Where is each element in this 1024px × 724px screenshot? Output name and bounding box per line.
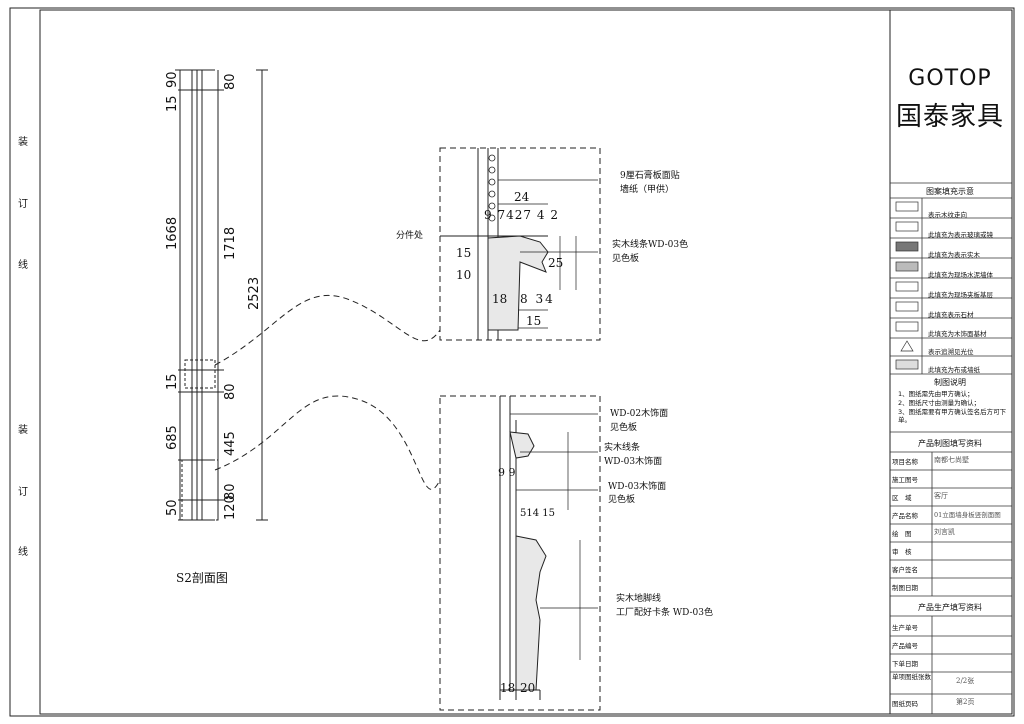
title-block-grid: [890, 182, 1012, 714]
field-label: 产品编号: [892, 642, 918, 650]
label-skirting: 实木地脚线: [616, 594, 662, 604]
product-info-title: 产品制图填写资料: [918, 439, 982, 448]
dim-row-top: 9 7427 4 2: [484, 208, 559, 222]
label-wd03: WD-03木饰面: [608, 482, 667, 492]
field-label: 施工图号: [892, 476, 918, 484]
field-label: 产品名称: [892, 512, 918, 520]
field-label: 下单日期: [892, 660, 918, 668]
upper-detail: [439, 147, 601, 341]
legend-title: 图案填充示意: [926, 187, 974, 196]
dim-15-upper: 15: [456, 246, 472, 260]
note-line: 3、图纸需要有甲方确认签名后方可下单。: [898, 408, 1007, 424]
dim-120: 120: [223, 495, 238, 520]
field-value: 刘言凯: [934, 528, 955, 536]
dim-15b-upper: 15: [526, 314, 542, 328]
side-label: 线: [18, 547, 28, 558]
label-trim-2: 见色板: [612, 254, 640, 264]
legend-swatches: [895, 201, 919, 370]
field-value: 2/2张: [956, 677, 975, 685]
side-label: 装: [18, 425, 28, 436]
brand-chinese: 国泰家具: [895, 102, 1004, 132]
label-wd02: WD-02木饰面: [610, 409, 669, 419]
legend-item: 此填充为表示玻璃或镜: [928, 231, 993, 239]
dim-18-lower: 18: [500, 681, 516, 695]
dim-1668: 1668: [165, 217, 180, 250]
production-info-title: 产品生产填写资料: [918, 603, 982, 612]
dim-685: 685: [165, 425, 180, 450]
dim-1718: 1718: [223, 227, 238, 260]
dim-25-upper: 25: [548, 256, 564, 270]
legend-item: 此填充为布或墙纸: [928, 366, 980, 374]
dim-50: 50: [165, 499, 180, 516]
dim-18-upper: 18: [492, 292, 508, 306]
section-s2: [175, 69, 268, 521]
dim-80b: 80: [223, 383, 238, 400]
note-line: 2、图纸尺寸由测量为确认；: [898, 399, 981, 407]
dim-10-upper: 10: [456, 268, 472, 282]
dim-15b: 15: [165, 373, 180, 390]
dim-834: 8 34: [520, 292, 555, 306]
field-value: 01立面墙身板竖剖面图: [934, 511, 1001, 519]
outer-frame: [9, 7, 1015, 717]
field-label: 审 核: [892, 548, 912, 556]
field-value: 客厅: [934, 492, 948, 500]
side-label: 装: [18, 137, 28, 148]
field-label: 项目名称: [892, 458, 918, 466]
dim-80a: 80: [223, 73, 238, 90]
side-label: 线: [18, 260, 28, 271]
label-skirting-2: 工厂配好卡条 WD-03色: [616, 608, 713, 618]
field-label: 绘 图: [892, 530, 912, 538]
field-value: 南都七尚墅: [934, 456, 969, 464]
label-trim-lower-2: WD-03木饰面: [604, 457, 663, 467]
label-gypsum: 9厘石膏板面贴: [620, 171, 680, 181]
legend-item: 此填充为木饰面基材: [928, 330, 987, 338]
dim-15: 15: [165, 95, 180, 112]
field-label: 制图日期: [892, 584, 918, 592]
dim-2523: 2523: [247, 277, 262, 310]
legend-item: 此填充为现场水泥墙体: [928, 271, 993, 279]
label-wd03b: 见色板: [608, 495, 636, 505]
dim-20-lower: 20: [520, 681, 536, 695]
side-label: 订: [18, 199, 28, 210]
dim-90: 90: [165, 71, 180, 88]
section-dim-labels: 15 90 1668 15 685 50 80 1718 80 445 80 1…: [165, 71, 262, 520]
field-label: 图纸页码: [892, 700, 918, 708]
legend-item: 表示木纹走向: [928, 211, 967, 219]
field-label: 区 域: [892, 494, 912, 502]
side-label: 订: [18, 487, 28, 498]
legend-item: 表示追溯见光位: [928, 348, 974, 356]
brand-name: GOTOP: [908, 66, 992, 91]
leader-lower: [214, 395, 441, 490]
lower-detail: [439, 395, 601, 711]
dim-80c: 80: [223, 483, 238, 500]
dim-24: 24: [514, 190, 530, 204]
label-wallpaper: 墙纸（甲供）: [620, 185, 675, 195]
field-label: 客户签名: [892, 566, 918, 574]
dim-514: 514 15: [520, 508, 556, 519]
label-split: 分件处: [396, 231, 424, 241]
notes-title: 制图说明: [934, 378, 966, 387]
note-line: 1、图纸需先由甲方确认；: [898, 390, 974, 398]
dim-445: 445: [223, 431, 238, 456]
dim-99: 9 9: [498, 466, 516, 479]
legend-item: 此填充为现场夹板基层: [928, 291, 993, 299]
section-title: S2剖面图: [176, 571, 228, 585]
legend-item: 此填充表示石材: [928, 311, 974, 319]
label-trim: 实木线条WD-03色: [612, 240, 689, 250]
label-trim-lower: 实木线条: [604, 443, 641, 453]
label-wd02b: 见色板: [610, 423, 638, 433]
field-label: 生产单号: [892, 624, 918, 632]
legend-item: 此填充为表示实木: [928, 251, 980, 259]
title-block: GOTOP 国泰家具 图案填充示意 表示木纹走向 此填充为表示玻璃或镜 此填充为…: [890, 10, 1010, 710]
field-label: 单项图纸张数: [892, 673, 931, 681]
inner-frame: [39, 9, 1013, 715]
field-value: 第2页: [956, 698, 975, 706]
